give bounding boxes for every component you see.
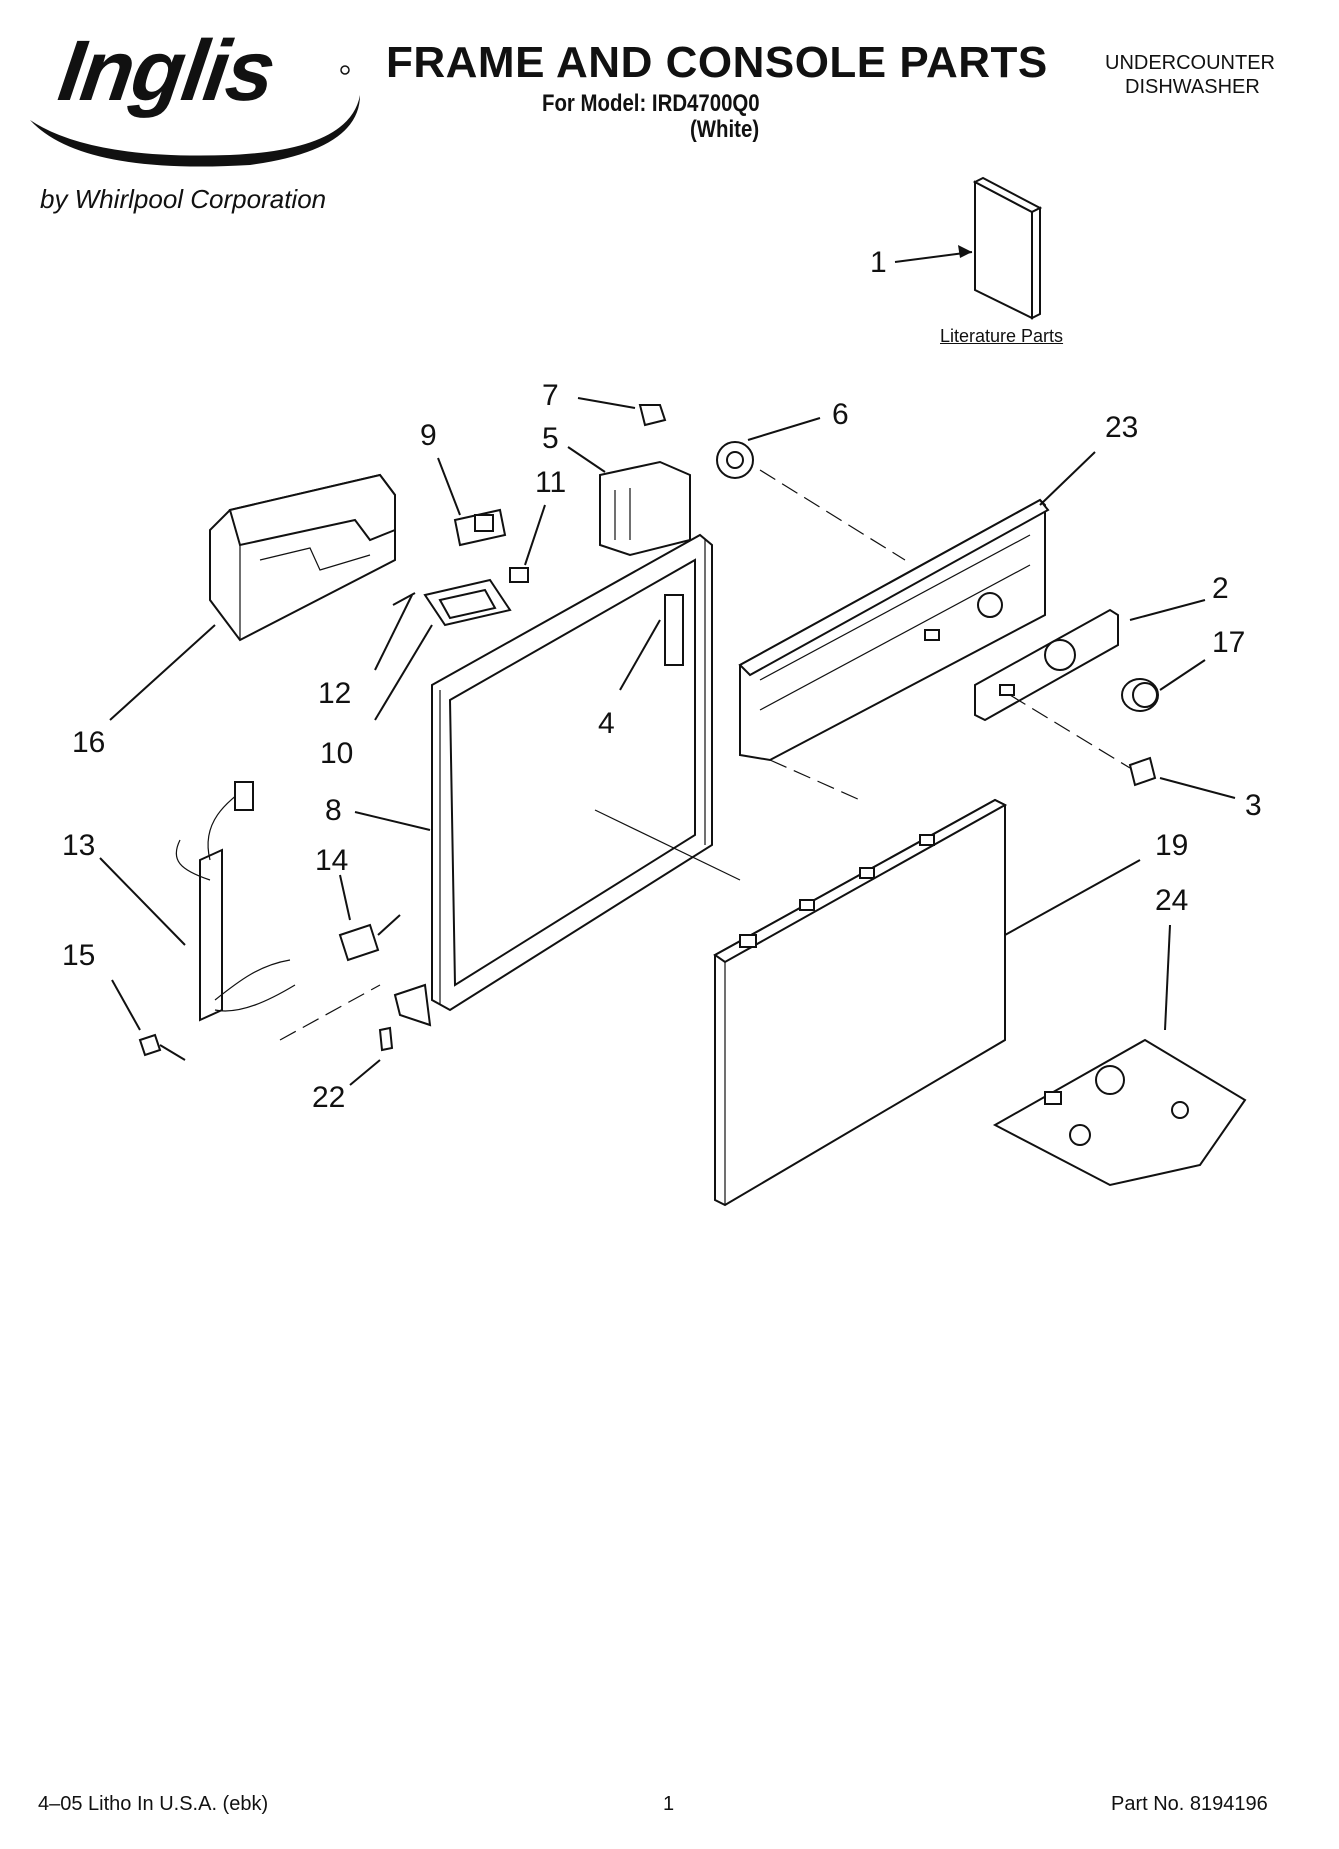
callout-17: 17 — [1212, 626, 1245, 659]
appliance-type-line2: DISHWASHER — [1125, 76, 1260, 98]
footer-page-number: 1 — [663, 1793, 675, 1815]
footer-litho: 4–05 Litho In U.S.A. (ebk) — [38, 1793, 269, 1815]
callout-23: 23 — [1105, 411, 1138, 444]
callout-15: 15 — [62, 939, 95, 972]
control-module-parts — [599, 404, 754, 557]
outer-door-panel-part — [713, 798, 1008, 1207]
callout-2: 2 — [1212, 572, 1229, 605]
callout-24: 24 — [1155, 884, 1188, 917]
brand-subtitle: by Whirlpool Corporation — [40, 184, 327, 214]
literature-book-part — [972, 176, 1043, 320]
callout-10: 10 — [320, 737, 353, 770]
callout-leader-lines — [99, 245, 1236, 1086]
page-title: FRAME AND CONSOLE PARTS — [386, 38, 1048, 87]
callout-16: 16 — [72, 726, 105, 759]
console-panel-part — [738, 498, 1050, 762]
callout-12: 12 — [318, 677, 351, 710]
callout-14: 14 — [315, 844, 348, 877]
model-color: (White) — [690, 116, 760, 143]
callout-19: 19 — [1155, 829, 1188, 862]
callout-8: 8 — [325, 794, 342, 827]
callout-numbers: 1 2 3 4 5 6 7 8 9 10 11 12 13 14 15 16 1… — [62, 246, 1262, 1114]
latch-parts — [392, 508, 529, 627]
shield-cover-part — [209, 473, 396, 642]
footer-part-number: Part No. 8194196 — [1111, 1793, 1268, 1815]
wire-harness-parts — [138, 781, 401, 1061]
parts-bag-part — [992, 1038, 1247, 1187]
callout-6: 6 — [832, 398, 849, 431]
overlay-knob-switch-parts — [974, 608, 1159, 787]
callout-3: 3 — [1245, 789, 1262, 822]
appliance-type-line1: UNDERCOUNTER — [1105, 52, 1275, 74]
callout-4: 4 — [598, 707, 615, 740]
callout-13: 13 — [62, 829, 95, 862]
brand-logo-swoosh — [30, 65, 360, 167]
callout-1: 1 — [870, 246, 887, 279]
callout-9: 9 — [420, 419, 437, 452]
model-number: For Model: IRD4700Q0 — [542, 90, 760, 117]
callout-22: 22 — [312, 1081, 345, 1114]
literature-parts-label: Literature Parts — [940, 326, 1064, 346]
callout-5: 5 — [542, 422, 559, 455]
callout-11: 11 — [535, 466, 566, 499]
callout-7: 7 — [542, 379, 559, 412]
